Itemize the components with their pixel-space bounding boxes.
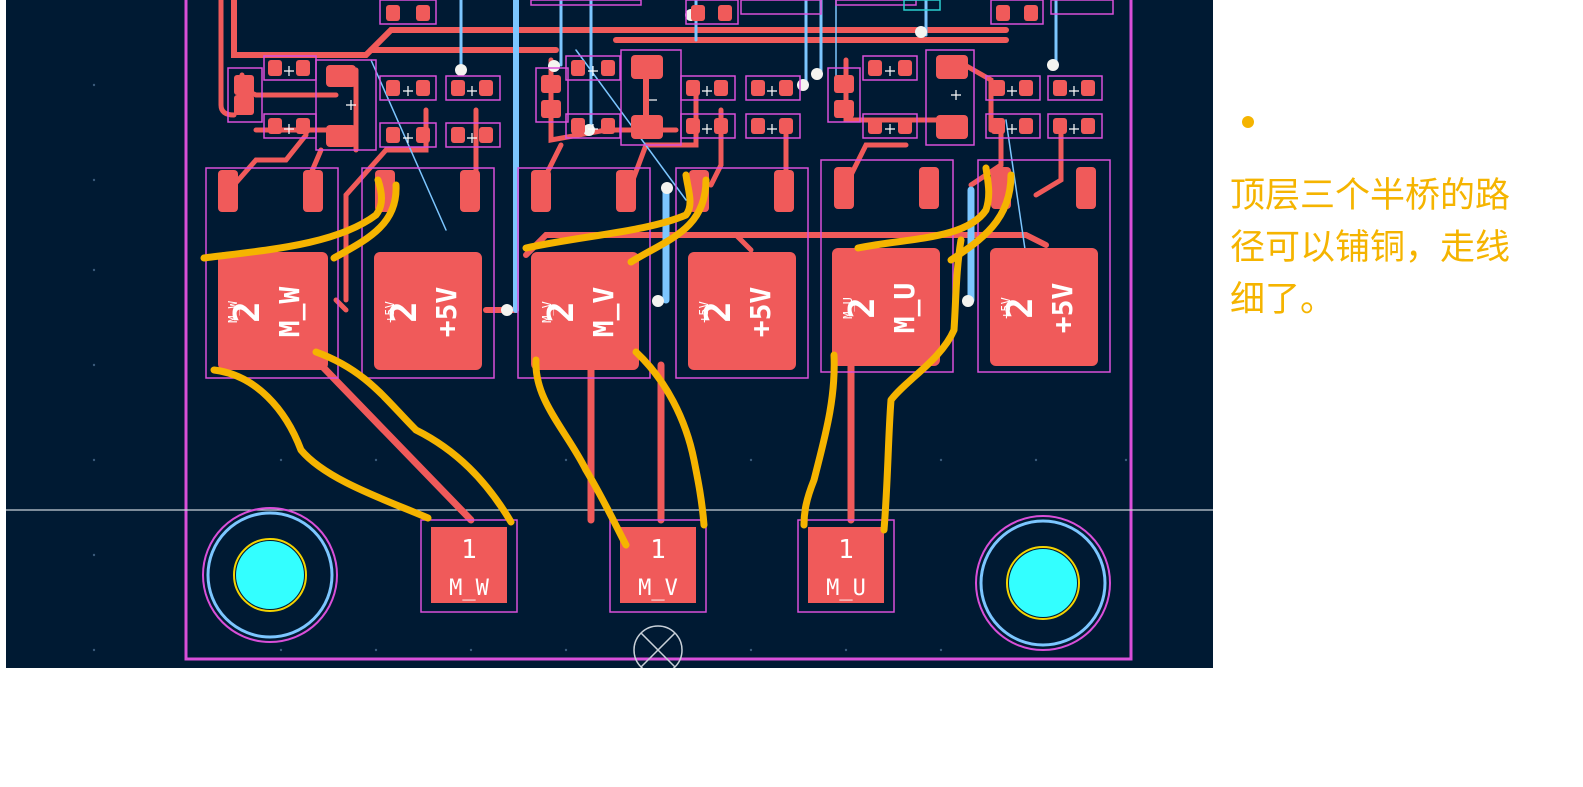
mosfet-1-net-small: M_W (226, 300, 240, 322)
mosfet-2-net: +5V (430, 287, 463, 338)
connector-u-pin: 1 (838, 535, 854, 565)
connector-pads: 1 M_W 1 M_V 1 M_U (420, 519, 895, 613)
mosfet-6-net: +5V (1046, 283, 1079, 334)
mosfet-1-net: M_W (273, 287, 306, 338)
mosfet-3-label: 2 M_V M_V (540, 287, 620, 338)
annotation-comment: 顶层三个半桥的路径可以铺铜，走线细了。 (1230, 176, 1511, 320)
connector-w-pin: 1 (461, 535, 477, 565)
mosfet-3-pin: 2 (541, 301, 582, 323)
pcb-board-svg[interactable]: 2 M_W M_W 2 +5V +5V 2 M_V M_V 2 +5V +5V … (6, 0, 1213, 668)
smd-components (227, 0, 1114, 151)
mosfet-1-pin: 2 (227, 301, 268, 323)
connector-v-pin: 1 (650, 535, 666, 565)
mosfet-6-pin: 2 (1000, 297, 1041, 319)
connector-w-net: M_W (449, 576, 489, 601)
mosfet-5-net: M_U (888, 283, 921, 334)
origin-marker-icon (633, 625, 683, 668)
board-edge-outline (184, 0, 1133, 661)
mosfet-labels: 2 M_W M_W 2 +5V +5V 2 M_V M_V 2 +5V +5V … (226, 283, 1079, 338)
mounting-hole-left (202, 507, 338, 643)
mosfet-4-net: +5V (744, 287, 777, 338)
mosfet-4-pin: 2 (698, 301, 739, 323)
mosfet-6-label: 2 +5V +5V (999, 283, 1079, 334)
mosfet-3-net-small: M_V (540, 301, 554, 323)
annotation-bullet (1242, 116, 1254, 128)
mosfet-3-net: M_V (587, 287, 620, 338)
mosfet-5-label: 2 M_U M_U (841, 283, 921, 334)
mosfet-4-net-small: +5V (697, 301, 711, 323)
connector-u-net: M_U (826, 576, 866, 601)
mosfet-4-label: 2 +5V +5V (697, 287, 777, 338)
mounting-hole-right (975, 515, 1111, 651)
highlight-annotation-strokes (200, 164, 1015, 549)
connector-v-net: M_V (638, 576, 678, 601)
mosfet-6-net-small: +5V (999, 297, 1013, 319)
mosfet-5-net-small: M_U (841, 297, 855, 319)
mosfet-footprints (205, 159, 1111, 379)
mosfet-5-pin: 2 (842, 297, 883, 319)
pcb-editor-canvas[interactable]: 2 M_W M_W 2 +5V +5V 2 M_V M_V 2 +5V +5V … (6, 0, 1213, 668)
mosfet-1-label: 2 M_W M_W (226, 287, 306, 338)
mosfet-2-net-small: +5V (383, 301, 397, 323)
mosfet-2-label: 2 +5V +5V (383, 287, 463, 338)
mosfet-2-pin: 2 (384, 301, 425, 323)
